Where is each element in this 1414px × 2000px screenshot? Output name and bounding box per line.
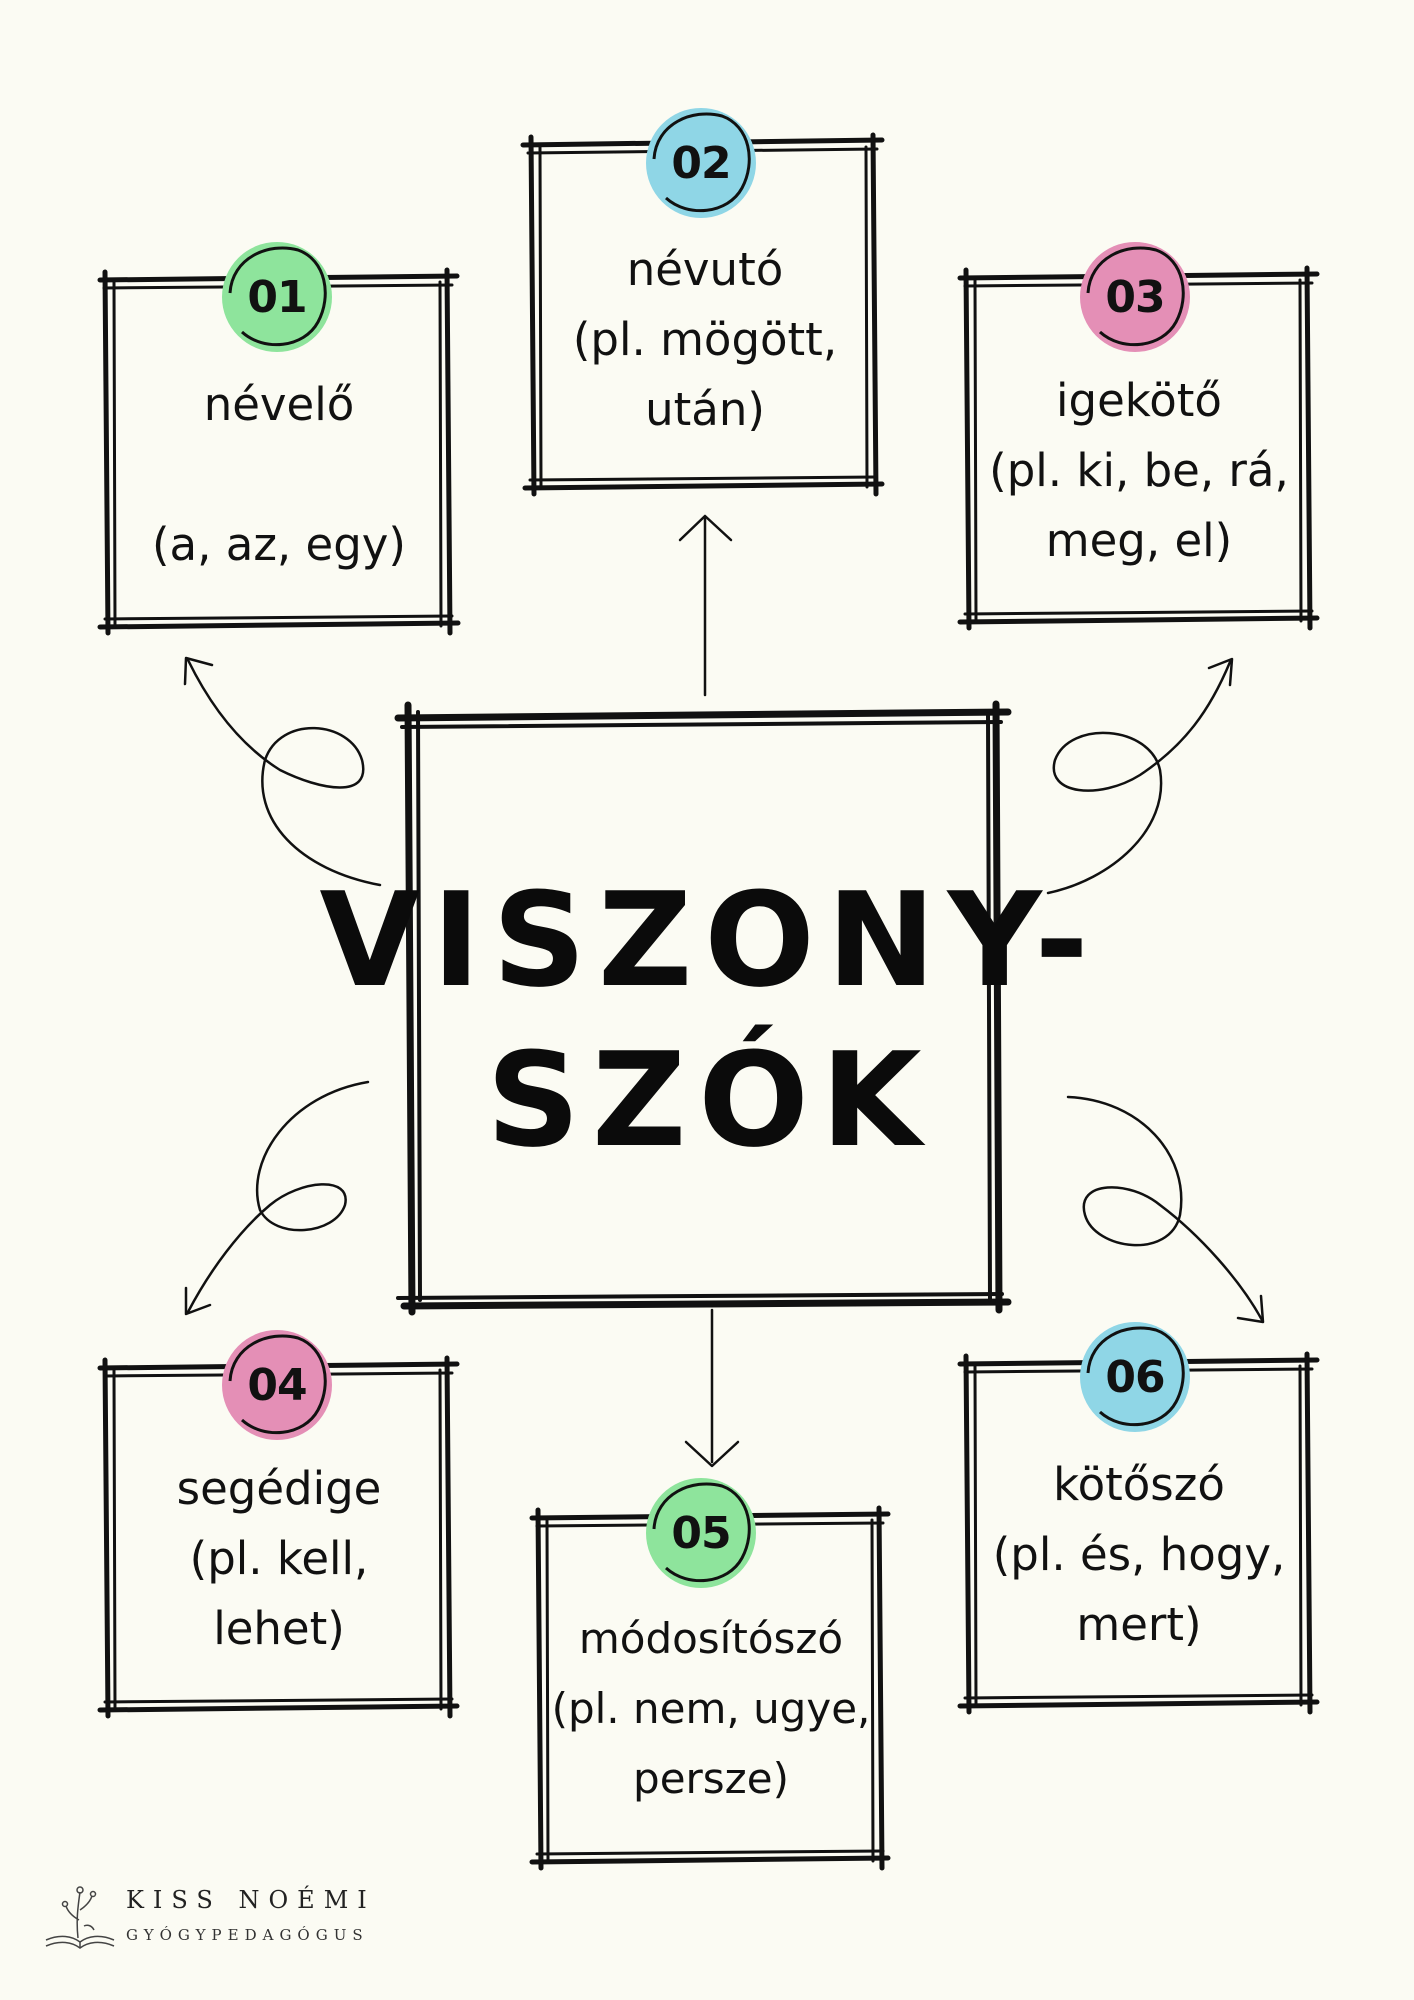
badge-05-number: 05 bbox=[671, 1507, 731, 1559]
open-book-flower-icon bbox=[45, 1886, 115, 1949]
card-05: módosítószó (pl. nem, ugye, persze) bbox=[550, 1528, 872, 1850]
arrow-to-03 bbox=[1046, 660, 1232, 895]
card-01: névelő (a, az, egy) bbox=[118, 292, 440, 618]
card-06-text: kötőszó (pl. és, hogy, mert) bbox=[992, 1458, 1286, 1651]
arrow-to-01 bbox=[186, 658, 382, 887]
arrowhead-04 bbox=[184, 1286, 212, 1316]
arrowhead-05 bbox=[684, 1440, 740, 1468]
arrowhead-01 bbox=[183, 656, 214, 686]
card-04: segédige (pl. kell, lehet) bbox=[118, 1378, 440, 1700]
center-title-line1: VISZONY- bbox=[319, 864, 1101, 1016]
card-05-text: módosítószó (pl. nem, ugye, persze) bbox=[551, 1614, 871, 1803]
badge-06-number: 06 bbox=[1105, 1351, 1165, 1403]
badge-06: 06 bbox=[1076, 1318, 1194, 1436]
arrow-to-06 bbox=[1066, 1095, 1264, 1322]
card-03: igekötő (pl. ki, be, rá, meg, el) bbox=[978, 290, 1300, 612]
center-title-line2: SZÓK bbox=[486, 1024, 934, 1176]
badge-02-number: 02 bbox=[671, 137, 731, 189]
badge-03: 03 bbox=[1076, 238, 1194, 356]
center-title: VISZONY- SZÓK bbox=[319, 720, 1088, 1320]
card-03-text: igekötő (pl. ki, be, rá, meg, el) bbox=[989, 374, 1289, 567]
footer-brand: KISS NOÉMI GYÓGYPEDAGÓGUS bbox=[40, 1880, 440, 1970]
badge-01-number: 01 bbox=[247, 271, 307, 323]
card-02: névutó (pl. mögött, után) bbox=[544, 156, 866, 478]
badge-04: 04 bbox=[218, 1326, 336, 1444]
arrow-to-04 bbox=[186, 1080, 370, 1314]
badge-04-number: 04 bbox=[247, 1359, 307, 1411]
card-04-text: segédige (pl. kell, lehet) bbox=[176, 1462, 382, 1655]
badge-05: 05 bbox=[642, 1474, 760, 1592]
footer-name: KISS NOÉMI bbox=[126, 1886, 376, 1914]
footer-role: GYÓGYPEDAGÓGUS bbox=[126, 1926, 369, 1944]
arrowhead-06 bbox=[1236, 1294, 1265, 1324]
arrowhead-02 bbox=[678, 514, 733, 542]
center-box-border bbox=[394, 700, 1012, 1316]
card-06: kötőszó (pl. és, hogy, mert) bbox=[978, 1374, 1300, 1696]
badge-03-number: 03 bbox=[1105, 271, 1165, 323]
card-05-border bbox=[529, 1505, 891, 1871]
badge-02: 02 bbox=[642, 104, 760, 222]
arrowhead-03 bbox=[1207, 657, 1234, 687]
card-01-text: névelő (a, az, egy) bbox=[152, 378, 406, 571]
badge-01: 01 bbox=[218, 238, 336, 356]
card-02-text: névutó (pl. mögött, után) bbox=[572, 243, 838, 436]
